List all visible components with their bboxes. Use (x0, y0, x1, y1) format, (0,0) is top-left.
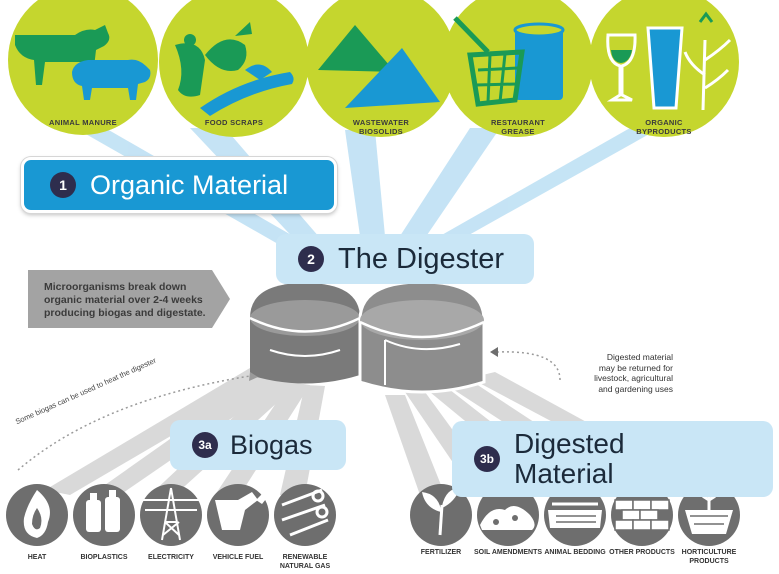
digester-tanks-icon (249, 280, 486, 394)
output-label-heat: HEAT (27, 554, 47, 561)
fuel-nozzle-icon (215, 490, 270, 530)
step-label: The Digester (338, 242, 505, 275)
output-label-other-products: OTHER PRODUCTS (609, 549, 675, 556)
source-label-food-scraps: FOOD SCRAPS (204, 118, 264, 127)
returned-note: Digested material may be returned for li… (594, 352, 673, 394)
return-arrowhead (490, 347, 498, 357)
return-arrow (497, 351, 561, 381)
callout-arrow-shape (28, 270, 230, 328)
step-number-badge: 1 (50, 172, 76, 198)
step-number-badge: 3b (474, 446, 500, 472)
soil-icon (480, 506, 535, 530)
output-label-animal-bedding: ANIMAL BEDDING (544, 549, 606, 556)
source-label-animal-manure: ANIMAL MANURE (49, 118, 117, 127)
output-label-bioplastics: BIOPLASTICS (80, 554, 128, 561)
digester-callout-text: Microorganisms break down organic materi… (44, 281, 206, 319)
cow-pig-icon (15, 25, 151, 100)
flame-icon (23, 490, 50, 538)
step-number-badge: 2 (298, 246, 324, 272)
output-label-vehicle-fuel: VEHICLE FUEL (212, 554, 264, 561)
wine-beer-corn-icon (606, 11, 732, 111)
heat-loop-arrow (17, 375, 251, 471)
step-label: Organic Material (90, 169, 289, 200)
step-number-badge: 3a (192, 432, 218, 458)
power-tower-icon (140, 487, 202, 541)
heat-loop-arrowhead (249, 372, 258, 381)
bricks-icon (614, 499, 670, 531)
step-the-digester: 2 The Digester (276, 234, 534, 284)
output-label-soil-amendments: SOIL AMENDMENTS (473, 549, 543, 556)
step-organic-material: 1 Organic Material (21, 157, 337, 213)
food-scraps-icon (175, 22, 294, 116)
fryer-basket-icon (453, 16, 565, 107)
bottles-icon (86, 490, 120, 532)
step-label: Biogas (230, 429, 313, 460)
output-label-fertilizer: FERTILIZER (420, 549, 462, 556)
step-biogas: 3a Biogas (170, 420, 346, 470)
pipes-icon (281, 488, 329, 537)
output-label-electricity: ELECTRICITY (148, 554, 194, 561)
biosolids-pile-icon (318, 25, 440, 108)
bedding-icon (548, 502, 602, 528)
